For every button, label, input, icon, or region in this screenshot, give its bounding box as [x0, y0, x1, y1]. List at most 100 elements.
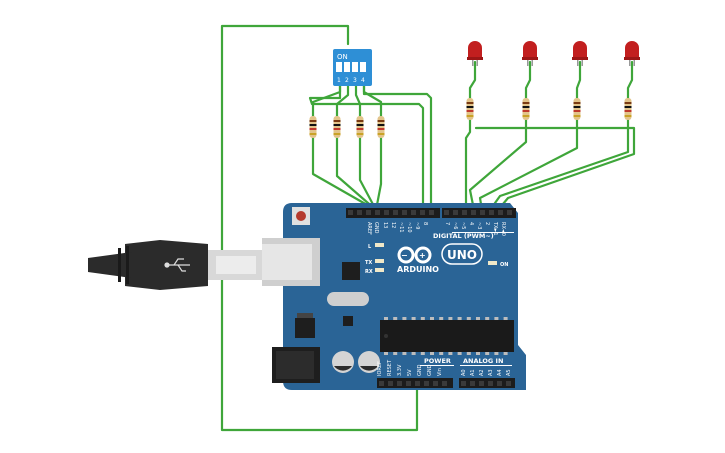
wire-r7-to-pin4[interactable] — [478, 118, 579, 212]
dip-on-label: ON — [337, 53, 348, 61]
digital-header-right — [442, 208, 516, 218]
dip-toggle-3[interactable] — [352, 62, 358, 72]
digital-pin-label: RX◄0 — [500, 222, 506, 236]
wire-r6-to-pin5[interactable] — [468, 118, 528, 212]
dip-switch[interactable]: ON 1 2 3 4 — [333, 49, 372, 86]
usb-plug-shine — [216, 256, 256, 274]
power-pin-label: 3.3V — [397, 364, 403, 376]
wire-dip4-to-r4[interactable] — [362, 84, 383, 118]
wire-dip-to-pin9[interactable] — [308, 84, 425, 212]
resistor-8[interactable] — [624, 98, 632, 120]
resistor-7[interactable] — [573, 98, 581, 120]
power-pin-label: 5V — [407, 369, 413, 376]
led-tx-indicator — [375, 259, 384, 263]
wire-r3-to-gnd[interactable] — [358, 136, 378, 212]
led-4[interactable] — [624, 41, 640, 66]
usb-icon — [164, 258, 190, 272]
digital-pin-label: ~6 — [452, 222, 458, 229]
resistor-1[interactable] — [309, 116, 317, 138]
digital-pin-label: ~3 — [476, 222, 482, 229]
digital-header-label: DIGITAL (PWM~) — [433, 232, 494, 240]
arduino-infinity-logo — [397, 246, 432, 264]
digital-pin-label: ~10 — [406, 222, 412, 233]
led-l-indicator — [375, 243, 384, 247]
dip-toggle-4[interactable] — [360, 62, 366, 72]
digital-pin-label: 13 — [382, 222, 388, 228]
resistor-2[interactable] — [333, 116, 341, 138]
dip-number-3: 3 — [353, 77, 357, 84]
wire-led1-to-r5[interactable] — [468, 60, 477, 100]
wire-dip2-to-r2[interactable] — [335, 84, 350, 118]
crystal-oscillator — [327, 292, 369, 306]
switch-resistors — [309, 116, 385, 138]
analog-pin-label: A4 — [497, 369, 503, 376]
dip-toggle-1[interactable] — [336, 62, 342, 72]
power-pin-label: IOREF — [377, 361, 383, 376]
digital-pin-label: AREF — [366, 222, 372, 235]
uno-badge-label: UNO — [447, 248, 477, 262]
analog-pin-label: A3 — [488, 369, 494, 376]
analog-header-label: ANALOG IN — [463, 357, 503, 365]
brand-label: ARDUINO — [397, 265, 439, 274]
digital-pin-label: TX►1 — [492, 221, 498, 236]
digital-pin-label: 2 — [484, 222, 490, 225]
wires — [220, 24, 636, 432]
led-tx-label: TX — [365, 260, 372, 266]
dip-number-4: 4 — [361, 77, 365, 84]
wire-r1-to-gnd[interactable] — [311, 136, 378, 212]
uno-badge — [441, 243, 483, 265]
usb-cable-strain-relief — [88, 252, 132, 278]
analog-pin-label: A1 — [470, 369, 476, 376]
power-pin-label: RESET — [387, 359, 393, 376]
wire-r4-to-gnd[interactable] — [374, 136, 383, 212]
power-header-label: POWER — [424, 357, 451, 365]
digital-pin-label: ~5 — [460, 222, 466, 229]
power-pin-label: GND — [427, 364, 433, 376]
led-rx-label: RX — [365, 269, 373, 275]
voltage-regulator — [295, 318, 315, 338]
leds — [467, 41, 640, 66]
resistor-6[interactable] — [522, 98, 530, 120]
digital-pin-label: ~11 — [398, 222, 404, 233]
digital-pin-label: 4 — [468, 222, 474, 225]
atmega-microcontroller — [380, 320, 514, 352]
usb-cable[interactable] — [88, 240, 263, 290]
svg-text:+: + — [419, 251, 426, 260]
wire-dip3-to-r3[interactable] — [354, 84, 362, 118]
led-on-indicator — [488, 261, 497, 265]
wire-led4-to-r8[interactable] — [626, 60, 634, 100]
wire-dip-to-pin8[interactable] — [362, 84, 433, 212]
analog-pin-label: A5 — [506, 369, 512, 376]
digital-pin-label: ~9 — [414, 222, 420, 229]
digital-pin-label: GND — [373, 222, 379, 234]
led-2[interactable] — [522, 41, 538, 66]
wire-led2-to-r6[interactable] — [524, 60, 532, 100]
dip-toggles — [336, 62, 366, 72]
resistor-5[interactable] — [466, 98, 474, 120]
analog-header — [459, 378, 515, 388]
dip-toggle-2[interactable] — [344, 62, 350, 72]
resistor-3[interactable] — [356, 116, 364, 138]
led-on-label: ON — [500, 262, 508, 268]
wire-r5-to-pin6[interactable] — [464, 118, 472, 212]
wire-5v-to-dip-common[interactable] — [220, 24, 419, 432]
led-1[interactable] — [467, 41, 483, 66]
led-l-label: L — [368, 244, 372, 250]
dip-number-1: 1 — [337, 77, 341, 84]
usb-interface-chip — [342, 262, 360, 280]
wire-led-common-rail[interactable] — [474, 126, 636, 212]
resistor-4[interactable] — [377, 116, 385, 138]
led-resistors — [466, 98, 632, 120]
wire-led3-to-r7[interactable] — [575, 60, 582, 100]
led-rx-indicator — [375, 268, 384, 272]
digital-pin-label: 12 — [390, 222, 396, 228]
power-pin-label: Vin — [437, 368, 443, 376]
analog-pin-label: A0 — [461, 369, 467, 376]
wire-r2-to-gnd[interactable] — [335, 136, 378, 212]
svg-text:−: − — [401, 251, 408, 260]
digital-pin-label: 8 — [422, 222, 428, 225]
led-3[interactable] — [572, 41, 588, 66]
